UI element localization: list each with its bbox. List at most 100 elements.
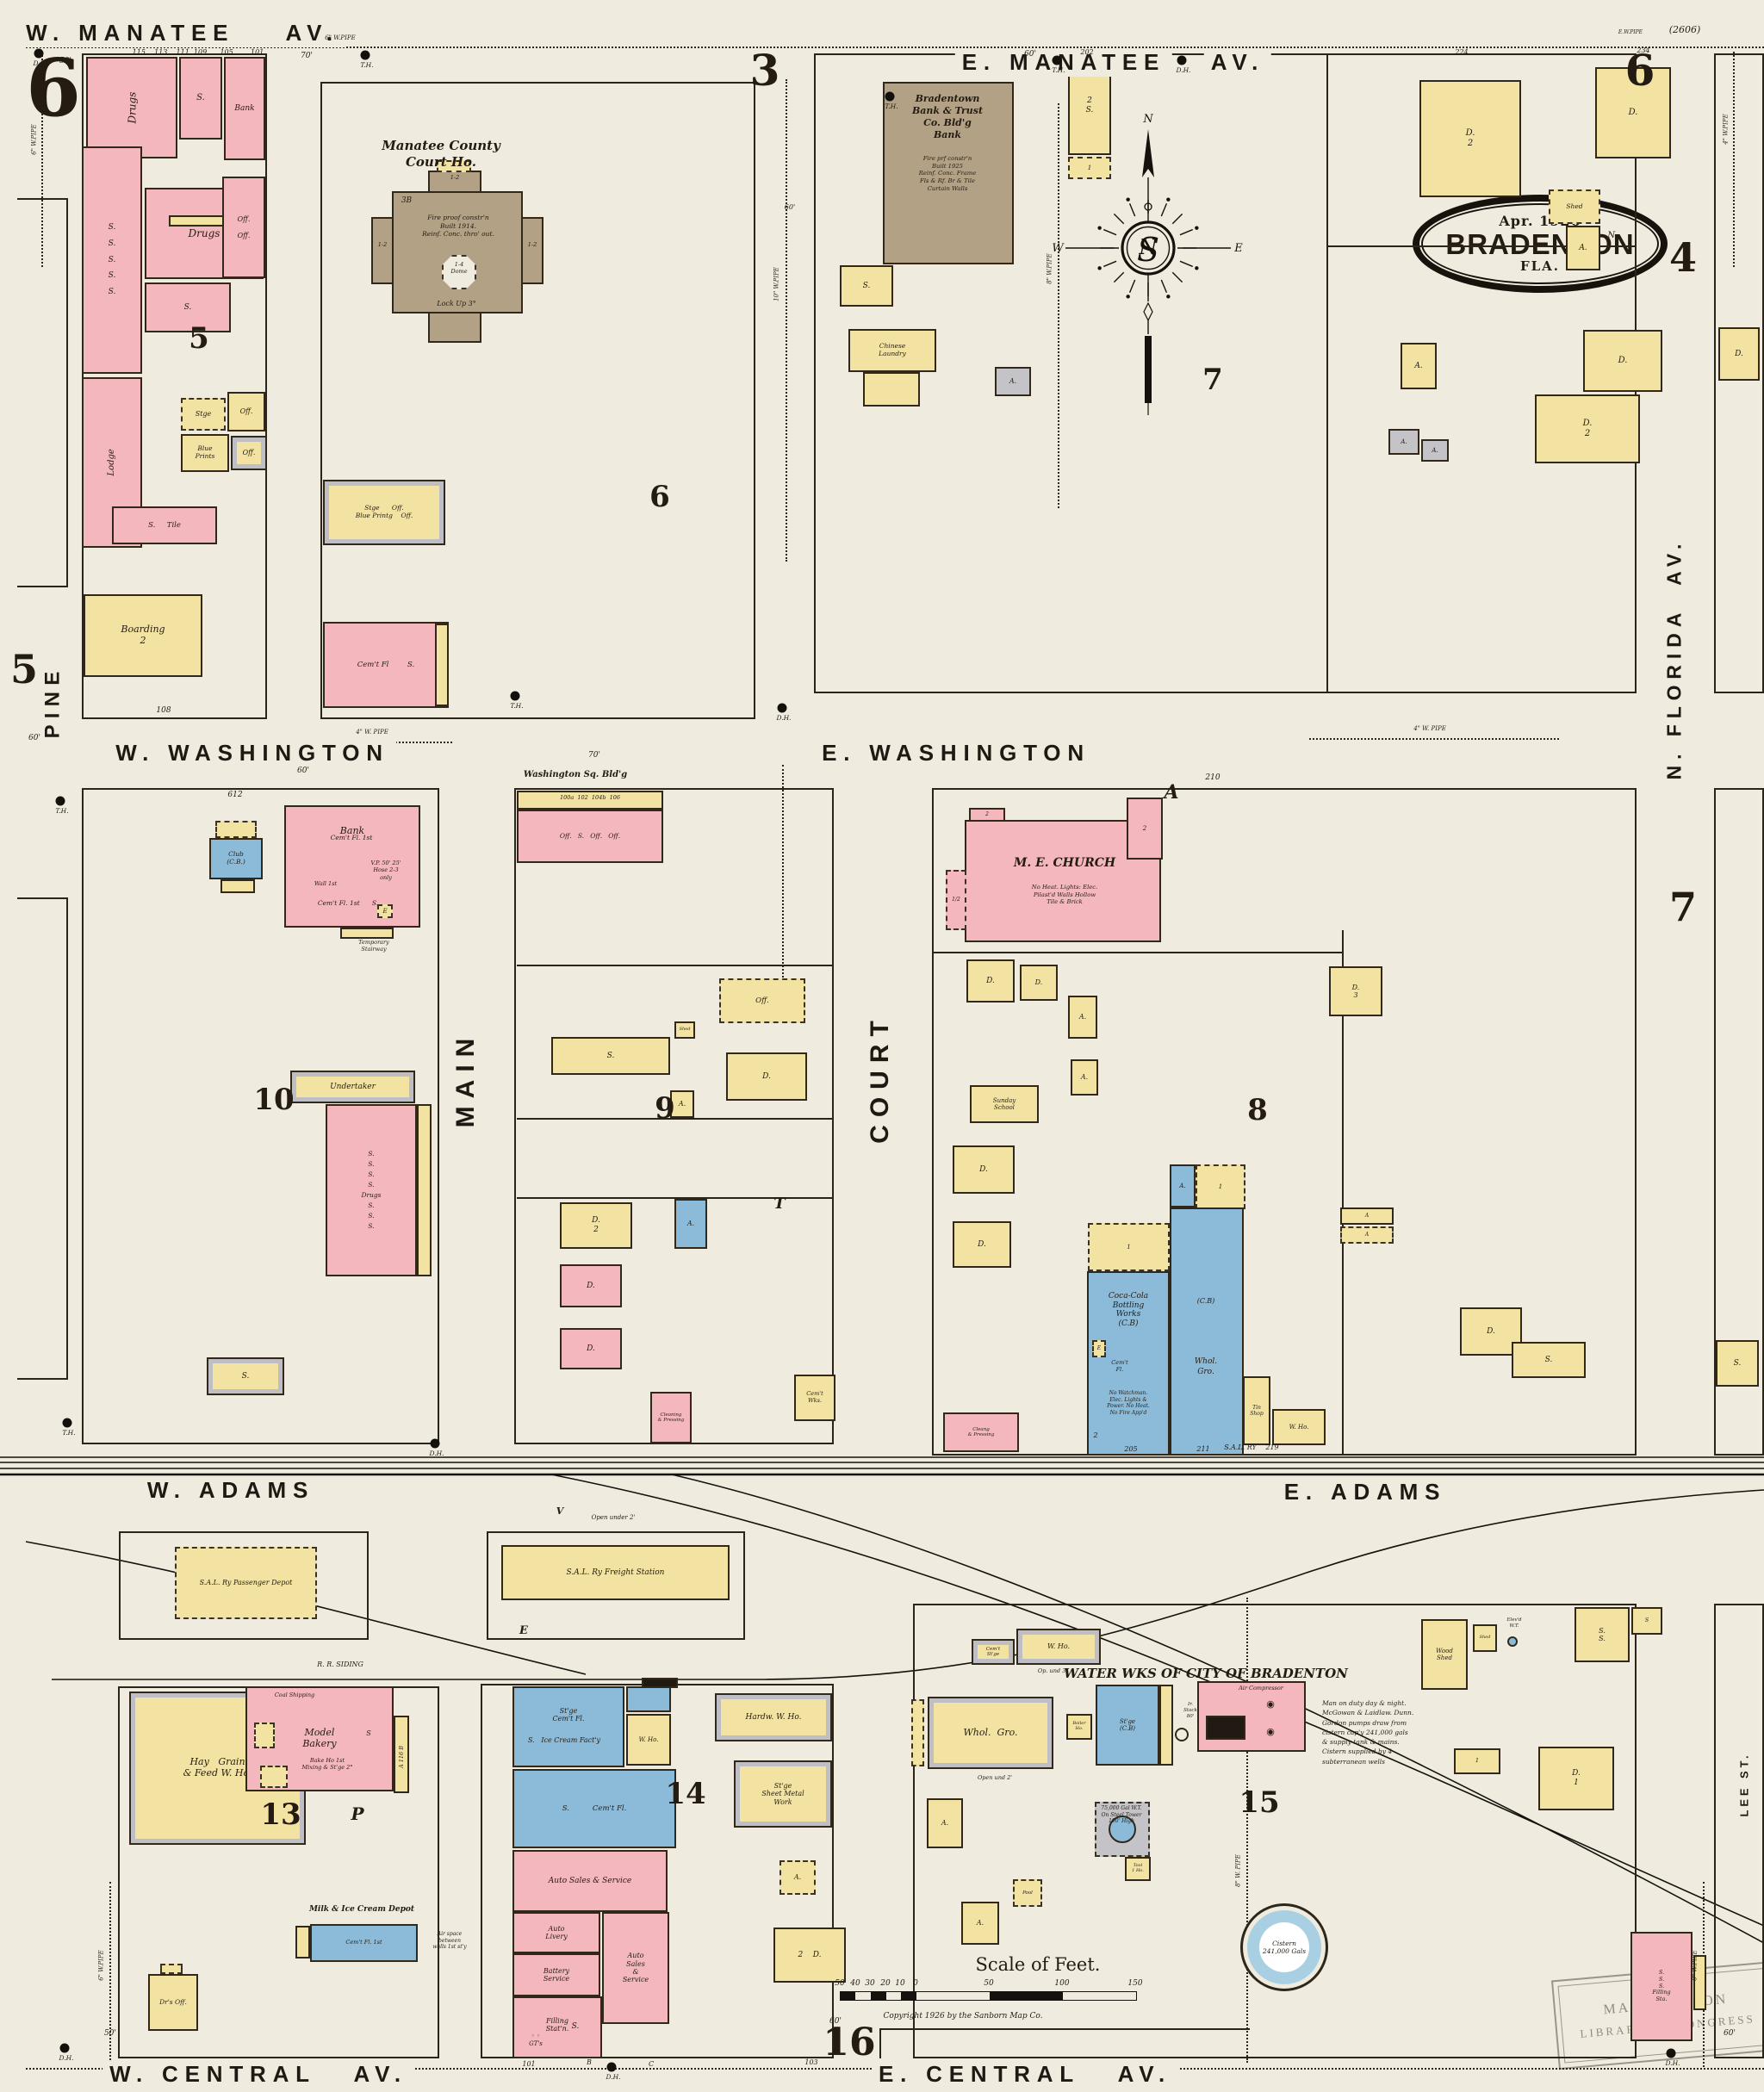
hardware-warehouse: Hardw. W. Ho. (715, 1693, 832, 1741)
label-8-w-pipe: 8" W.PIPE (1691, 1950, 1699, 1981)
label-6-w-pipe: 6" W.PIPE (325, 34, 356, 41)
wholesale-grocery: Whol. Gro. (928, 1697, 1053, 1769)
auto-sales-service-2: Auto Sales & Service (602, 1912, 669, 2024)
dwelling-d-12-label: D. (979, 1164, 988, 1174)
label-washington-sq-bld-g: Washington Sq. Bld'g (523, 770, 628, 779)
coca-e-box: E (1092, 1340, 1106, 1357)
bradentown-bank (883, 82, 1014, 264)
label-gt-s: ◦ ◦ GT's (529, 2033, 543, 2047)
club-label: Club (C.B.) (227, 850, 245, 866)
filling-station-1-label: Filling Stat'n. (545, 2017, 569, 2033)
label-temporary-stairway: Temporary Stairway (358, 939, 389, 953)
dwelling-d-8-label: D. (587, 1281, 595, 1290)
warehouse-1-label: W. Ho. (1289, 1423, 1309, 1431)
label-7: 7 (1668, 884, 1698, 930)
store-cemt-strip (435, 624, 449, 706)
store-s-1-label: S. (196, 93, 205, 103)
dwelling-d-7-label: D. 2 (592, 1216, 600, 1234)
filling-station-2-label: S. S. S. Filling Sta. (1652, 1969, 1671, 2002)
office-small-1-label: Off. (239, 407, 253, 416)
dwelling-a-6: A. (670, 1090, 694, 1118)
label-op-und-3: Op. und 3' (1037, 1667, 1068, 1674)
store-s-small: S (1631, 1607, 1662, 1635)
label-: ◉ (1266, 1698, 1275, 1710)
lot-line (66, 198, 68, 587)
label-60: 60' (829, 2017, 842, 2026)
blue-prints: Blue Prints (181, 434, 229, 472)
dwelling-d-16: 2 D. (773, 1927, 846, 1983)
hydrant-label: T.H. (360, 61, 374, 69)
label-75-000-gal-w-t-on-steel-towe: 75,000 Gal W.T. On Steel Tower 100' High (1101, 1805, 1142, 1825)
label-6-w-pipe: 6" W.PIPE (97, 1950, 105, 1981)
label-101: 101 (522, 2060, 536, 2068)
warehouse-2-label: W. Ho. (1047, 1642, 1071, 1651)
hydrant-dot (885, 91, 895, 102)
tool-house-label: Tool 1 Ho. (1132, 1863, 1144, 1873)
store-tile: S. Tile (112, 506, 217, 544)
label-fire-proof-constr-n-built-19: Fire proof constr'n Built 1914. Reinf. C… (422, 214, 494, 239)
doctors-office: Dr's Off. (148, 1974, 198, 2031)
dwelling-d-6: D. (726, 1052, 807, 1101)
lot-line (17, 1378, 66, 1380)
label-r-r-siding: R. R. SIDING (317, 1661, 363, 1668)
dwelling-a-6-label: A. (678, 1100, 686, 1108)
dwelling-d-17-label: D. 1 (1572, 1769, 1581, 1787)
store-strip-block10: S. S. S. S. Drugs S. S. S. (326, 1104, 417, 1276)
label-s-ice-cream-fact-y: S. Ice Cream Fact'y (527, 1736, 601, 1744)
bank-washington-label: Bank (339, 825, 365, 836)
label-224: 224 (1455, 48, 1469, 56)
office-small-2-label: Off. (242, 449, 256, 457)
label-manatee-county-court-ho: Manatee County Court Ho. (382, 138, 500, 171)
label-13: 13 (260, 1797, 301, 1832)
label-60: 60' (28, 734, 40, 742)
water-pipe (1733, 52, 1735, 267)
label-108: 108 (156, 706, 171, 715)
hydrant-dot (360, 50, 370, 60)
cleaning-pressing: Cleaning & Pressing (650, 1392, 692, 1443)
label-no-heat-lights-elec-pilast-d: No Heat. Lights: Elec. Pilast'd Walls Ho… (1031, 884, 1098, 906)
scale-tick: 50 (835, 1979, 845, 1988)
label-e-washington: E. WASHINGTON (815, 739, 1097, 768)
cistern: Cistern 241,000 Gals (1240, 1903, 1328, 1991)
bank-e-box-label: E (382, 907, 388, 915)
label-w-central-av: W. CENTRAL AV. (102, 2060, 414, 2089)
bakery-oven-1 (254, 1723, 275, 1748)
dwelling-d-10-label: D. (986, 976, 995, 985)
label-3: 3 (749, 45, 780, 96)
store-cemt-fl: Cem't Fl S. (323, 622, 449, 708)
dwelling-a-5-label: A. (1432, 446, 1438, 454)
label-2: 2 (1093, 1431, 1098, 1439)
milk-depot: Cem't Fl. 1st (310, 1924, 418, 1962)
store-202-porch-label: 1 (1087, 164, 1092, 171)
sheet-metal-stge-label: St'ge Sheet Metal Work (761, 1781, 804, 1806)
courthouse-main (392, 191, 523, 313)
bakery-oven-2 (260, 1766, 288, 1788)
courthouse-south-wing (428, 312, 481, 343)
dwelling-d-16-label: 2 D. (798, 1950, 822, 1959)
auto-sales-service-1-label: Auto Sales & Service (548, 1876, 632, 1885)
label-s: S (366, 1729, 371, 1737)
store-s-south-label: S. (241, 1371, 250, 1381)
pool-house-label: Pool (1022, 1890, 1033, 1896)
store-s-2-label: S. (183, 302, 192, 312)
label-fire-prf-constr-n-built-1925: Fire prf constr'n Built 1925 Reinf. Conc… (918, 155, 977, 192)
warehouse-1: W. Ho. (1272, 1409, 1326, 1445)
dwelling-d-13-label: D. (978, 1239, 986, 1249)
coca-cola-annex-1-label: 1 (1127, 1243, 1131, 1251)
pool-house: Pool (1013, 1879, 1042, 1907)
hydrant-dot (55, 796, 65, 806)
dwelling-d-15-label: D. (1487, 1326, 1495, 1336)
bank-e-box: E (377, 904, 393, 918)
label-pine: PINE (40, 658, 67, 746)
me-church-wing-e: 2 (1127, 798, 1163, 860)
ice-cream-stge-label: St'ge Cem't Fl. (552, 1707, 585, 1723)
label-7: 7 (1202, 363, 1223, 397)
label-9: 9 (655, 1091, 675, 1126)
block-outline (1714, 53, 1764, 693)
cleaning-pressing-2: Cleang & Pressing (943, 1412, 1019, 1452)
dwelling-a-8: A. (1068, 996, 1097, 1039)
label-m-e-church: M. E. CHURCH (1013, 856, 1116, 870)
lot-line (879, 2028, 881, 2058)
dwelling-a-14-label: A. (976, 1919, 984, 1927)
lodge-label: Lodge (107, 449, 117, 476)
